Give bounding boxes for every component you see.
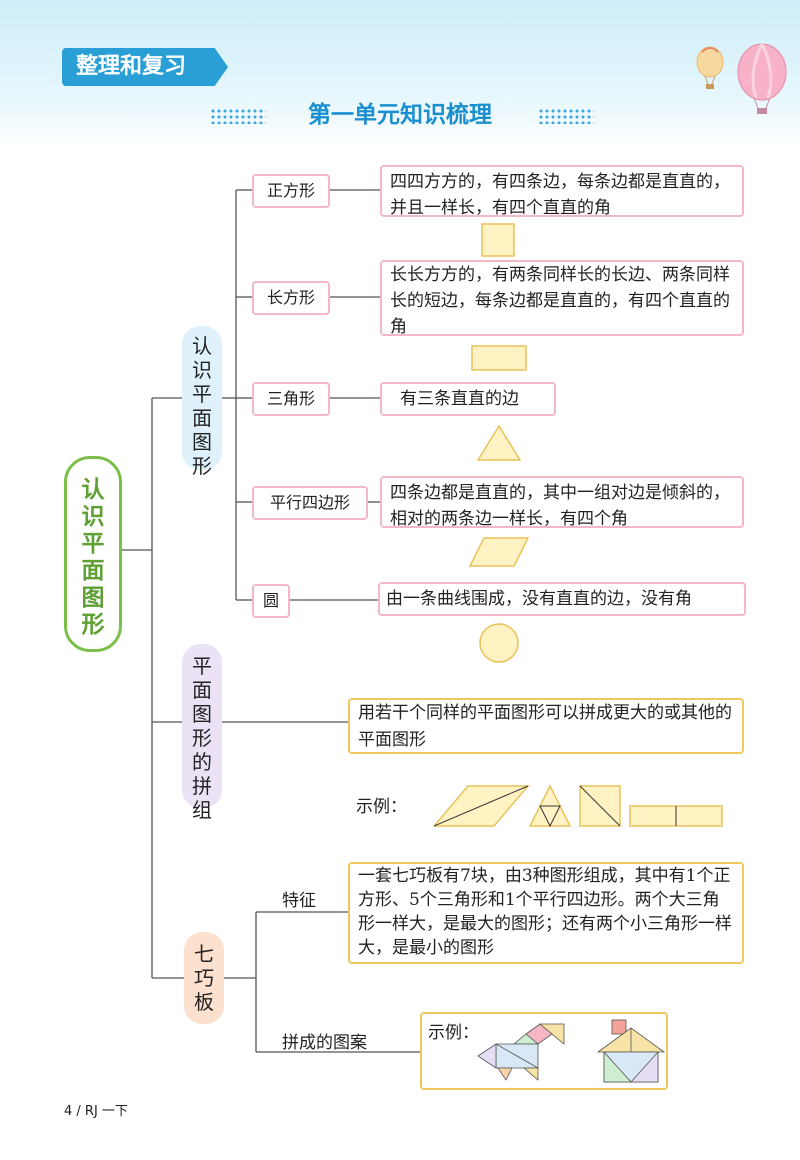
shape-name-rectangle: 长方形 — [252, 281, 330, 315]
desc-triangle: 有三条直直的边 — [380, 382, 556, 416]
desc-circle: 由一条曲线围成，没有直直的边，没有角 — [378, 582, 746, 616]
shape-name-square: 正方形 — [252, 174, 330, 208]
parallelogram-shape-icon — [468, 537, 530, 567]
branch-recognize-shapes-label: 认识平面图形 — [192, 334, 212, 478]
root-node — [64, 456, 122, 652]
shape-name-parallelogram: 平行四边形 — [252, 486, 368, 520]
unit-title: 第一单元知识梳理 — [308, 102, 492, 128]
title-dots-right — [538, 108, 594, 124]
page-number: 4 / RJ 一下 — [64, 1104, 128, 1119]
combine-example-shapes — [434, 784, 723, 828]
combine-example-label: 示例： — [356, 797, 407, 817]
balloon-icon — [696, 43, 787, 114]
title-dots-left — [210, 108, 266, 124]
section-tag: 整理和复习 — [62, 48, 228, 86]
branch-tangram-label: 七巧板 — [194, 942, 214, 1014]
desc-combine: 用若干个同样的平面图形可以拼成更大的或其他的平面图形 — [348, 698, 744, 754]
rectangle-shape-icon — [471, 345, 527, 371]
branch-combine-shapes — [182, 644, 222, 808]
circle-shape-icon — [479, 623, 519, 663]
shape-name-triangle: 三角形 — [252, 382, 330, 416]
branch-tangram — [184, 932, 224, 1024]
tangram-house-icon — [596, 1019, 666, 1083]
tangram-pattern-label: 拼成的图案 — [282, 1033, 367, 1053]
branch-combine-shapes-label: 平面图形的拼组 — [192, 654, 212, 822]
tangram-example-label: 示例： — [428, 1023, 479, 1043]
tangram-dog-icon — [477, 1023, 565, 1081]
desc-square: 四四方方的，有四条边，每条边都是直直的，并且一样长，有四个直直的角 — [380, 165, 744, 218]
branch-recognize-shapes — [182, 326, 222, 470]
desc-parallelogram: 四条边都是直直的，其中一组对边是倾斜的，相对的两条边一样长，有四个角 — [380, 476, 744, 529]
desc-tangram-feature: 一套七巧板有7块，由3种图形组成，其中有1个正方形、5个三角形和1个平行四边形。… — [348, 862, 744, 964]
desc-rectangle: 长长方方的，有两条同样长的长边、两条同样长的短边，每条边都是直直的，有四个直直的… — [380, 260, 744, 337]
tangram-feature-label: 特征 — [282, 891, 316, 911]
triangle-shape-icon — [476, 424, 522, 461]
square-shape-icon — [481, 223, 515, 257]
root-label: 认识平面图形 — [81, 476, 105, 638]
shape-name-circle: 圆 — [252, 584, 290, 618]
